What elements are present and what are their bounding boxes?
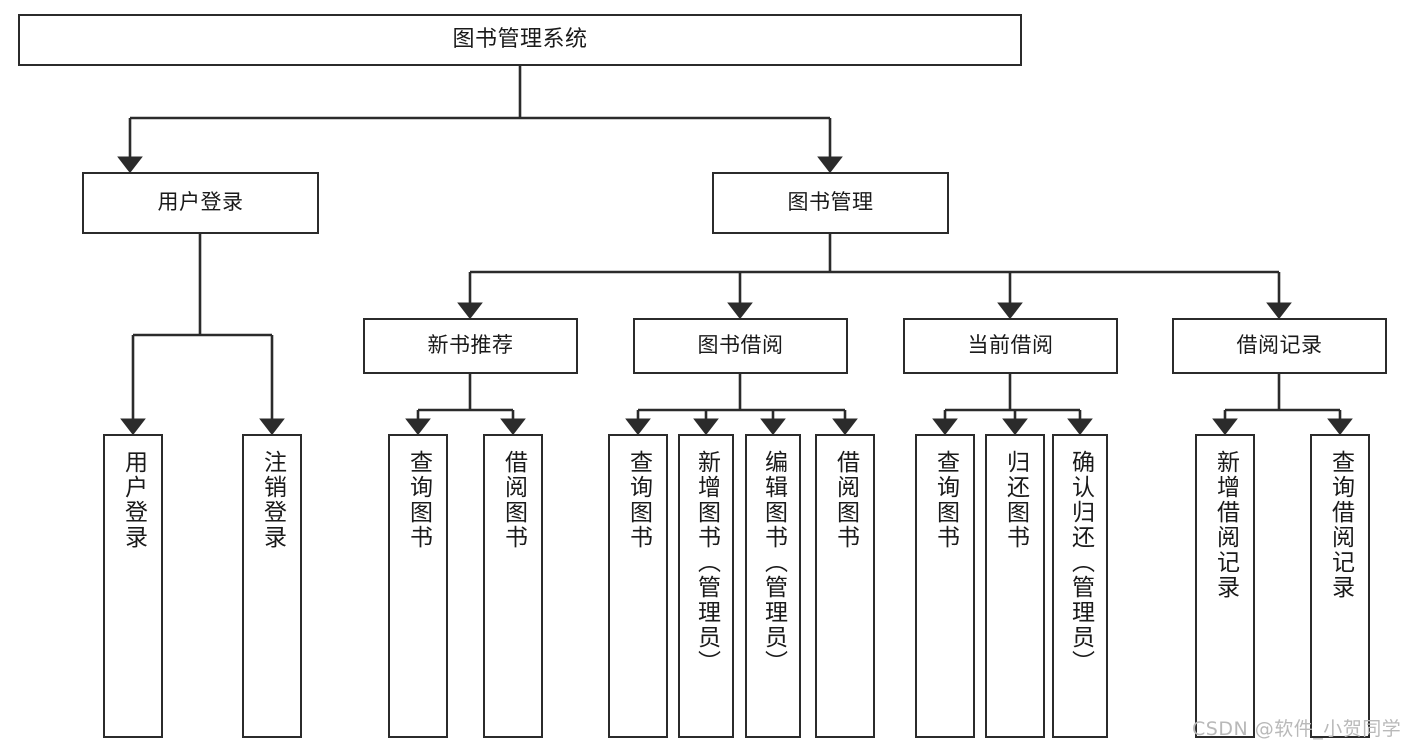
node-leaf-query-book-1[interactable]: 查询图书	[388, 434, 448, 738]
node-leaf-borrow-book-2-label: 借阅图书	[832, 450, 859, 550]
watermark-text: CSDN @软件_小贺同学	[1192, 718, 1402, 740]
node-leaf-add-book-label: 新增图书（管理员）	[693, 450, 720, 675]
node-new-book-rec[interactable]: 新书推荐	[363, 318, 578, 374]
node-current-borrow-label: 当前借阅	[967, 333, 1054, 358]
node-leaf-query-book-2[interactable]: 查询图书	[608, 434, 668, 738]
node-user-login[interactable]: 用户登录	[82, 172, 319, 234]
node-new-book-rec-label: 新书推荐	[427, 333, 514, 358]
node-borrow-record-label: 借阅记录	[1236, 333, 1323, 358]
node-leaf-query-book-3-label: 查询图书	[932, 450, 959, 550]
node-leaf-query-book-2-label: 查询图书	[625, 450, 652, 550]
node-leaf-confirm-return-label: 确认归还（管理员）	[1067, 450, 1094, 675]
node-leaf-add-record-label: 新增借阅记录	[1212, 450, 1239, 600]
node-leaf-query-record[interactable]: 查询借阅记录	[1310, 434, 1370, 738]
node-leaf-add-record[interactable]: 新增借阅记录	[1195, 434, 1255, 738]
node-leaf-user-login[interactable]: 用户登录	[103, 434, 163, 738]
node-book-borrow[interactable]: 图书借阅	[633, 318, 848, 374]
node-leaf-query-record-label: 查询借阅记录	[1327, 450, 1354, 600]
node-current-borrow[interactable]: 当前借阅	[903, 318, 1118, 374]
node-leaf-edit-book[interactable]: 编辑图书（管理员）	[745, 434, 801, 738]
node-leaf-borrow-book-2[interactable]: 借阅图书	[815, 434, 875, 738]
node-root[interactable]: 图书管理系统	[18, 14, 1022, 66]
node-leaf-edit-book-label: 编辑图书（管理员）	[760, 450, 787, 675]
node-leaf-query-book-3[interactable]: 查询图书	[915, 434, 975, 738]
node-book-manage-label: 图书管理	[787, 190, 874, 215]
node-leaf-return-book-label: 归还图书	[1002, 450, 1029, 550]
node-leaf-add-book[interactable]: 新增图书（管理员）	[678, 434, 734, 738]
node-leaf-borrow-book-1-label: 借阅图书	[500, 450, 527, 550]
node-book-borrow-label: 图书借阅	[697, 333, 784, 358]
node-leaf-return-book[interactable]: 归还图书	[985, 434, 1045, 738]
node-borrow-record[interactable]: 借阅记录	[1172, 318, 1387, 374]
node-root-label: 图书管理系统	[452, 26, 588, 52]
node-leaf-logout-label: 注销登录	[259, 450, 286, 550]
node-leaf-query-book-1-label: 查询图书	[405, 450, 432, 550]
node-user-login-label: 用户登录	[157, 190, 244, 215]
node-leaf-confirm-return[interactable]: 确认归还（管理员）	[1052, 434, 1108, 738]
node-book-manage[interactable]: 图书管理	[712, 172, 949, 234]
node-leaf-borrow-book-1[interactable]: 借阅图书	[483, 434, 543, 738]
node-leaf-logout[interactable]: 注销登录	[242, 434, 302, 738]
node-leaf-user-login-label: 用户登录	[120, 450, 147, 550]
